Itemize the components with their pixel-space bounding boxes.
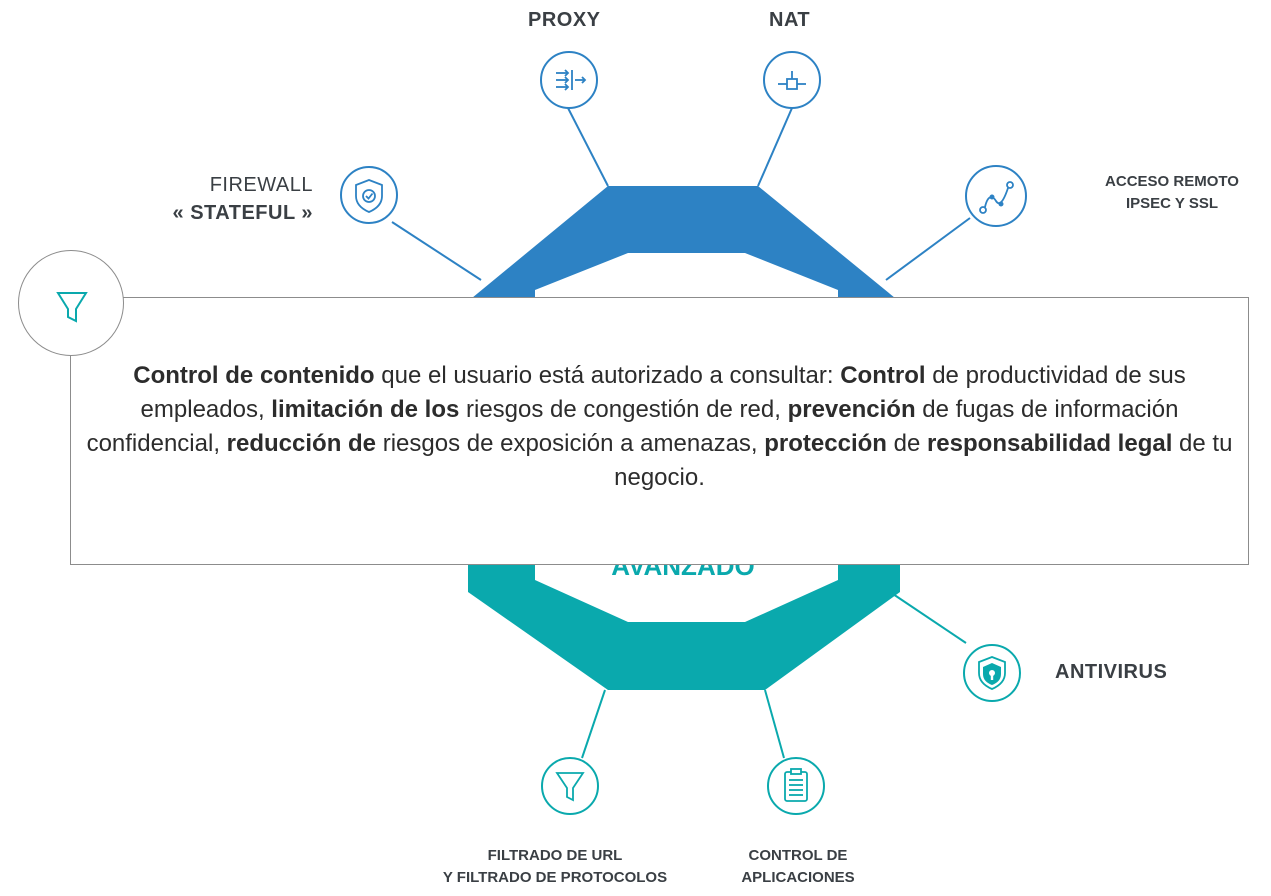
popup-text-segment: reducción de [226, 430, 377, 457]
firewall-label: FIREWALL « STATEFUL » [173, 171, 313, 227]
nat-icon-circle [763, 51, 821, 109]
info-popup: Control de contenido que el usuario está… [70, 297, 1249, 565]
popup-text-segment: Control [840, 362, 926, 389]
funnel-icon [56, 292, 88, 323]
apps-icon-circle [767, 757, 825, 815]
remote-access-label-line1: ACCESO REMOTO [1105, 173, 1239, 190]
app-control-label-line1: CONTROL DE [748, 847, 848, 864]
octagon-top [472, 186, 895, 325]
connector-apps [764, 689, 785, 759]
connector-remote [885, 217, 971, 281]
connector-firewall [391, 221, 482, 281]
firewall-label-line1: FIREWALL [209, 174, 313, 196]
nat-label: NAT [769, 9, 811, 31]
remote-access-label-line2: IPSEC Y SSL [1126, 195, 1218, 212]
popup-description: Control de contenido que el usuario está… [83, 359, 1236, 495]
popup-text-segment: de productividad de sus empleados, [140, 362, 1186, 423]
url-filter-label: FILTRADO DE URL Y FILTRADO DE PROTOCOLOS [405, 845, 705, 889]
antivirus-label: ANTIVIRUS [1055, 661, 1168, 683]
popup-text-segment: de tu negocio. [614, 430, 1233, 491]
popup-text-segment: riesgos de congestión de red, [459, 396, 788, 423]
proxy-icon [556, 69, 587, 91]
proxy-label: PROXY [528, 9, 601, 31]
shield-check-icon [355, 179, 383, 213]
funnel-icon [555, 772, 585, 802]
popup-text-segment: que el usuario está autorizado a consult… [374, 362, 841, 389]
popup-text-segment: Control de contenido [133, 362, 375, 389]
connector-nat [757, 107, 793, 187]
connector-antivirus [889, 591, 967, 644]
url-filter-label-line1: FILTRADO DE URL [487, 847, 623, 864]
route-icon [979, 181, 1014, 214]
popup-text-segment: de fugas de información confidencial, [86, 396, 1179, 457]
connector-proxy [567, 107, 609, 187]
popup-icon-badge[interactable] [18, 250, 124, 356]
url-icon-circle [541, 757, 599, 815]
nat-icon [778, 71, 806, 90]
popup-text-segment: responsabilidad legal [926, 430, 1173, 457]
popup-text-segment: de [886, 430, 927, 457]
octagon-bottom [468, 560, 900, 690]
connector-url [581, 689, 606, 759]
app-control-label: CONTROL DE APLICACIONES [708, 845, 888, 889]
popup-text-segment: riesgos de exposición a amenazas, [376, 430, 765, 457]
shield-keyhole-icon [978, 656, 1006, 690]
app-control-label-line2: APLICACIONES [741, 869, 855, 886]
url-filter-label-line2: Y FILTRADO DE PROTOCOLOS [442, 869, 668, 886]
remote-icon-circle [965, 165, 1027, 227]
firewall-icon-circle [340, 166, 398, 224]
popup-text-segment: prevención [787, 396, 916, 423]
popup-text-segment: limitación de los [271, 396, 460, 423]
clipboard-icon [784, 768, 808, 802]
remote-access-label: ACCESO REMOTO IPSEC Y SSL [1072, 171, 1271, 215]
firewall-label-line2: « STATEFUL » [172, 202, 313, 224]
popup-text-segment: protección [764, 430, 887, 457]
